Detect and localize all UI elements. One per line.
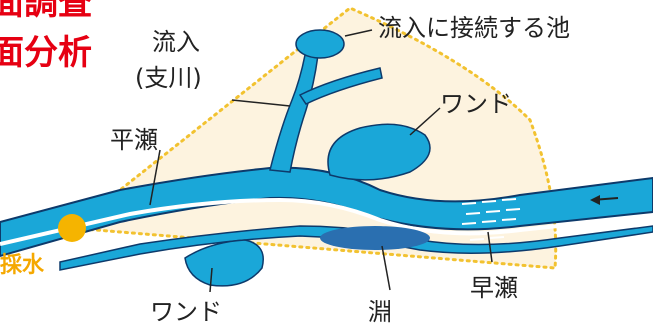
- title-line-2: 面分析: [0, 33, 92, 73]
- sand-bar: [0, 197, 653, 246]
- title-line-1: 面調査: [0, 0, 92, 23]
- hayase-rapids: [461, 198, 521, 241]
- leader-lines: [149, 29, 493, 293]
- label-wando-lower: ワンド: [150, 298, 222, 326]
- label-tributary: (支川): [135, 64, 202, 92]
- label-wando-upper: ワンド: [440, 90, 512, 118]
- wando-lower: [184, 239, 264, 287]
- label-hirase: 平瀬: [110, 126, 158, 154]
- fuchi-pool: [320, 226, 430, 250]
- main-river-lower: [59, 225, 653, 271]
- flow-direction-arrow-icon: [590, 195, 619, 205]
- tributary-branch: [298, 67, 383, 105]
- label-hayase: 早瀬: [470, 274, 518, 302]
- label-inflow-pond: 流入に接続する池: [378, 14, 570, 42]
- label-fuchi: 淵: [368, 298, 392, 326]
- sampling-point-icon: [58, 214, 86, 242]
- label-inflow: 流入: [152, 28, 200, 56]
- label-sampling: 採水: [0, 253, 45, 278]
- wando-upper: [327, 123, 431, 181]
- inflow-pond: [295, 29, 345, 59]
